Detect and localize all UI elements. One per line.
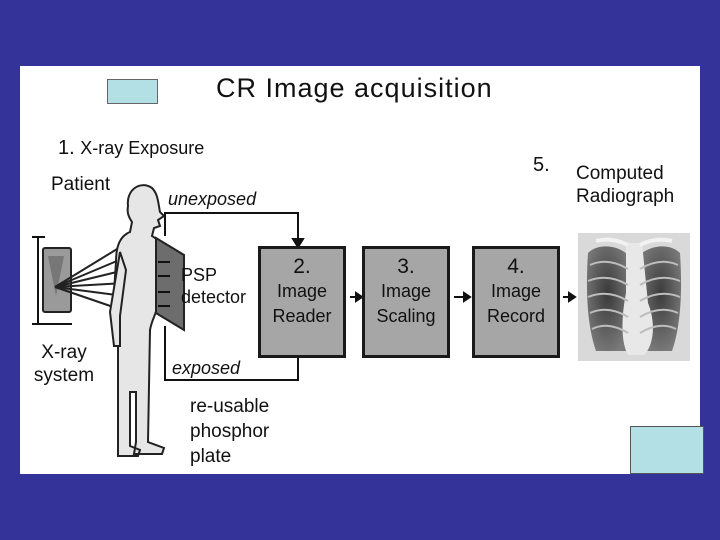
chest-radiograph-image bbox=[578, 233, 690, 361]
patient-label: Patient bbox=[51, 174, 111, 195]
box-line1: Image bbox=[380, 281, 432, 301]
step5-number: 5. bbox=[533, 154, 550, 176]
box-line1: Image bbox=[276, 281, 328, 301]
flow-arrows bbox=[350, 291, 577, 303]
color-swatch-right bbox=[630, 426, 704, 474]
unexposed-label: unexposed bbox=[168, 189, 257, 209]
psp-detector-label: PSP detector bbox=[181, 265, 247, 307]
color-swatch-left bbox=[107, 79, 158, 104]
image-scaling-box: 3. Image Scaling bbox=[362, 246, 450, 358]
box-line2: Reader bbox=[272, 306, 332, 326]
step5-label: Computed Radiograph bbox=[576, 163, 675, 207]
step1-label: X-ray Exposure bbox=[80, 138, 205, 158]
box-number: 4. bbox=[507, 255, 525, 278]
box-line1: Image bbox=[490, 281, 542, 301]
step1-heading: 1. X-ray Exposure bbox=[58, 137, 204, 160]
box-line2: Record bbox=[486, 306, 546, 326]
exposed-label: exposed bbox=[172, 358, 241, 378]
psp-detector-graphic bbox=[155, 236, 185, 332]
step1-number: 1. bbox=[58, 137, 75, 159]
reusable-plate-label: re-usable phosphor plate bbox=[190, 396, 270, 467]
box-line2: Scaling bbox=[376, 306, 436, 326]
image-reader-box: 2. Image Reader bbox=[258, 246, 346, 358]
page-title: CR Image acquisition bbox=[216, 73, 493, 103]
image-record-box: 4. Image Record bbox=[472, 246, 560, 358]
box-number: 2. bbox=[293, 255, 311, 278]
box-number: 3. bbox=[397, 255, 415, 278]
patient-silhouette bbox=[108, 184, 166, 457]
xray-system-label: X-ray system bbox=[33, 342, 95, 386]
